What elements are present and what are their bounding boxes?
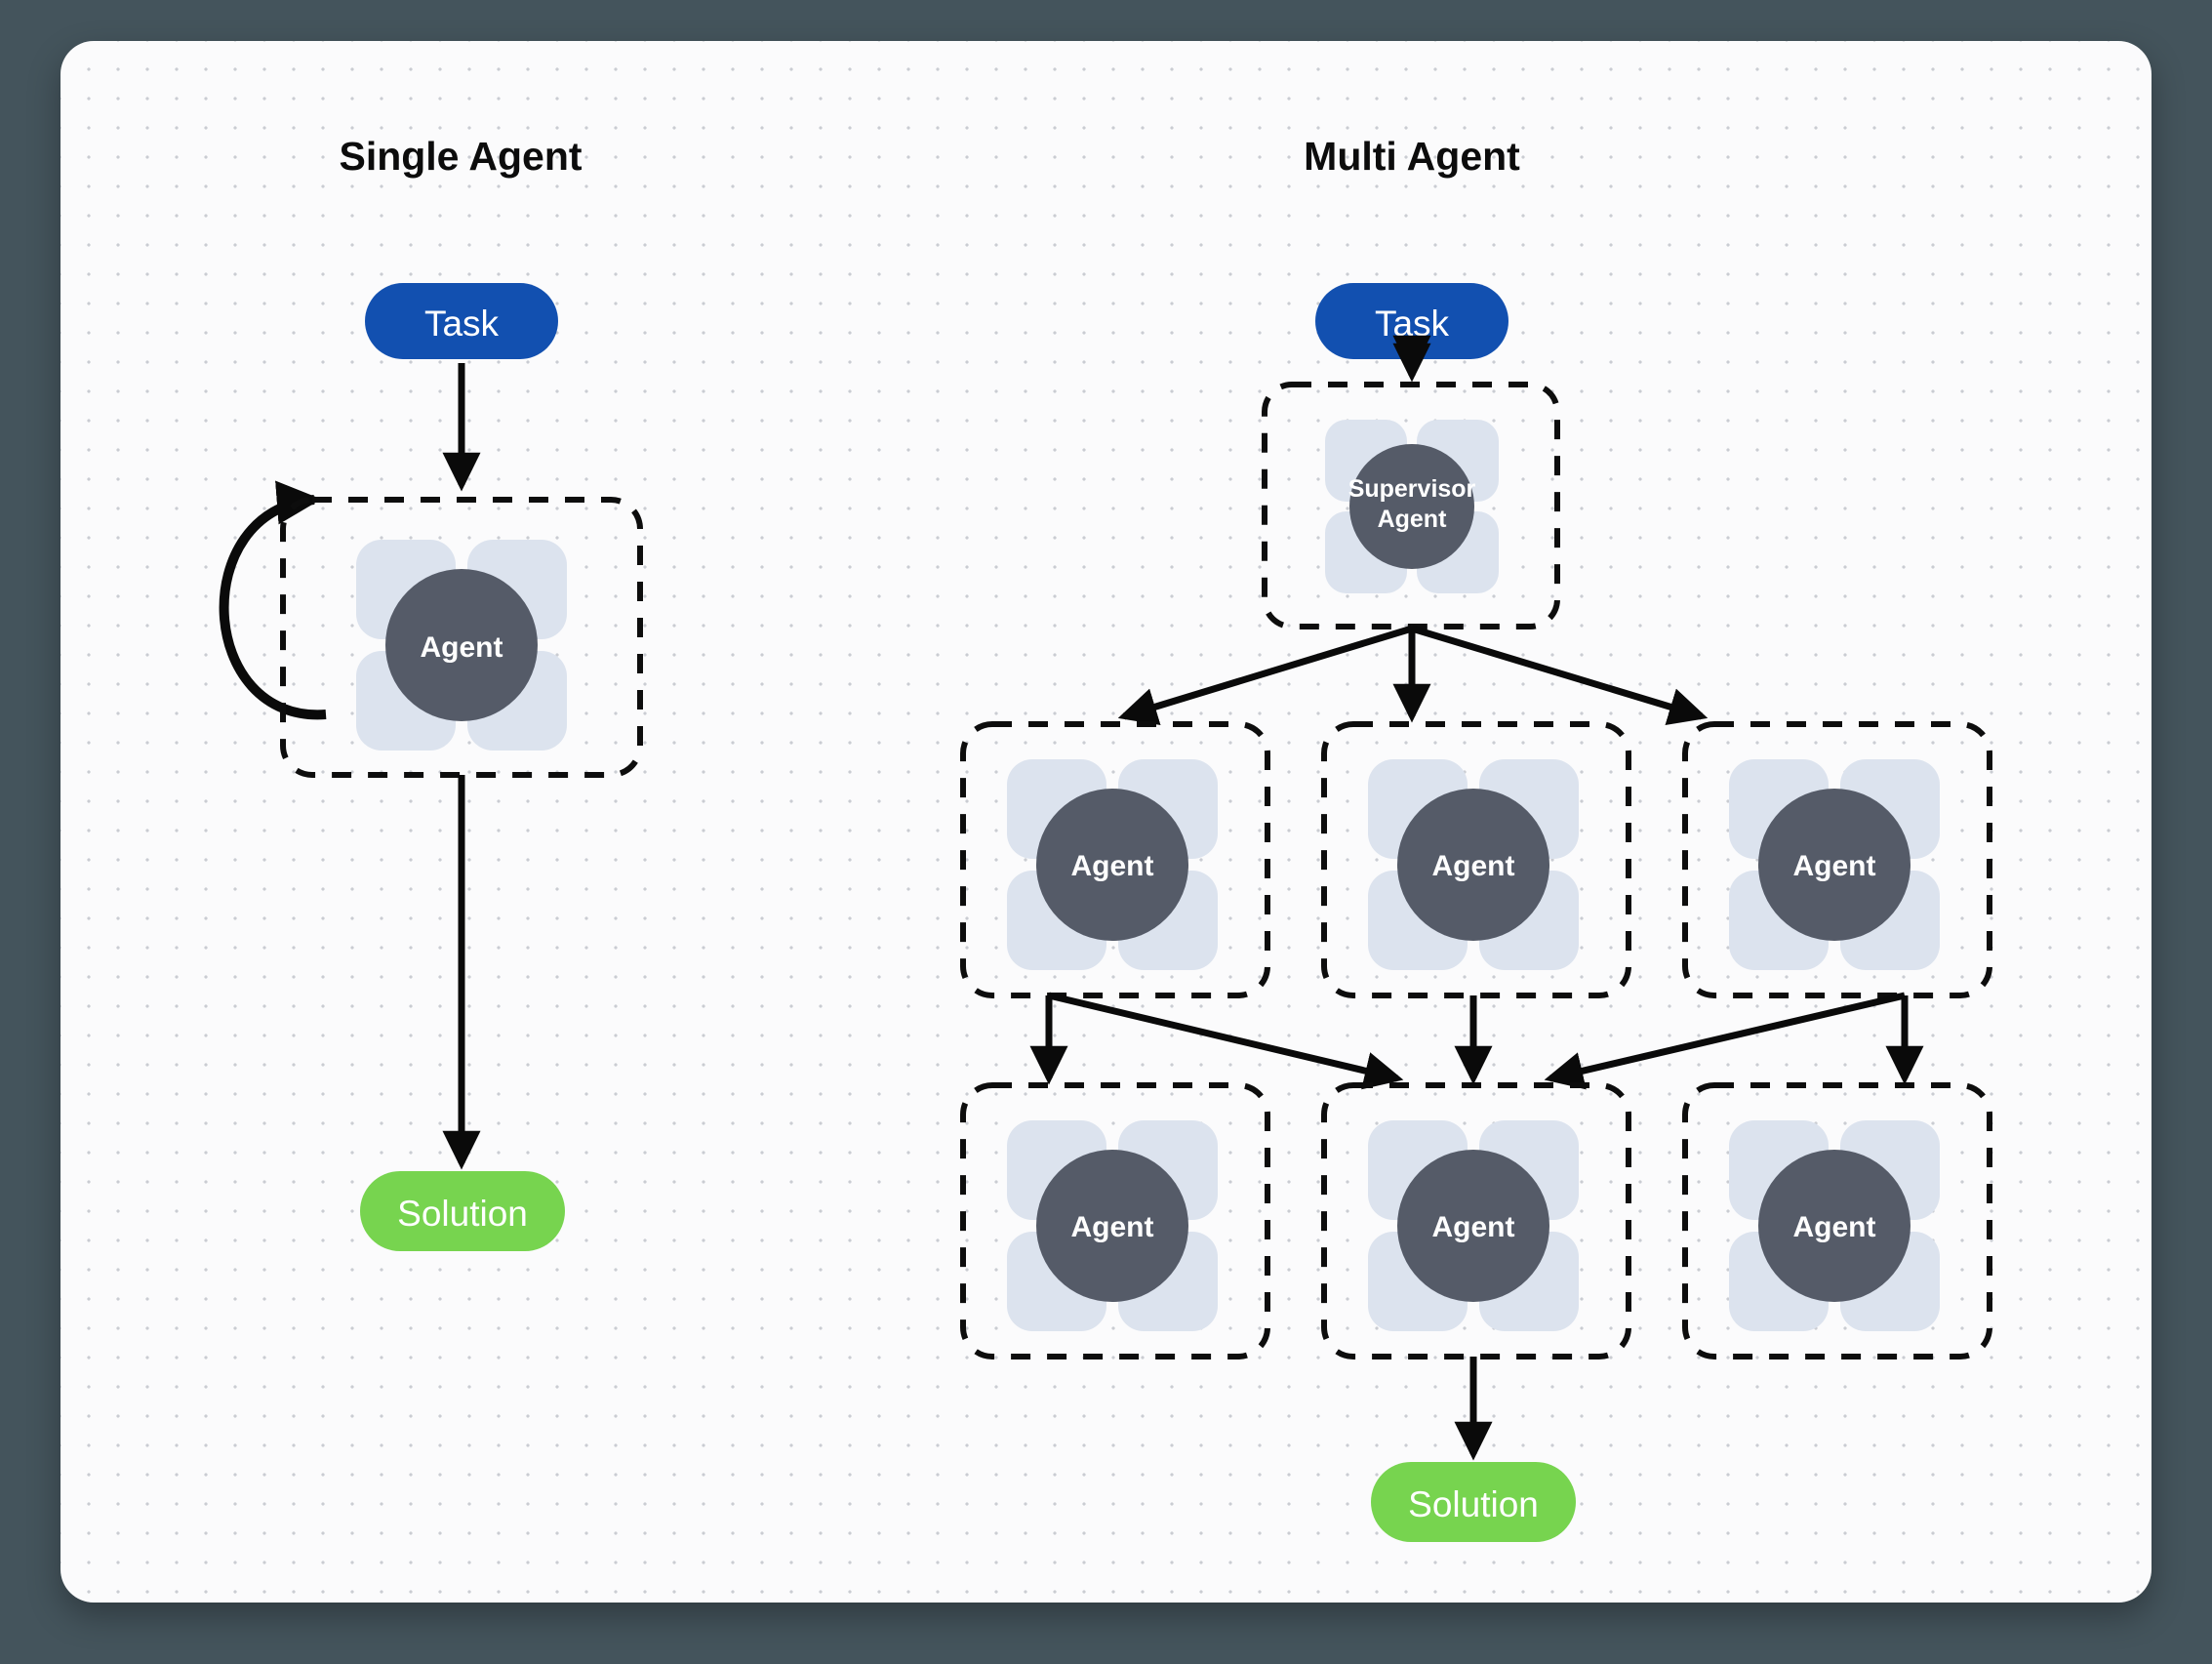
column-title-single-agent: Single Agent <box>339 134 582 179</box>
supervisor-node[interactable]: Supervisor Agent <box>1262 382 1560 629</box>
single-agent-node[interactable]: Agent <box>280 497 643 778</box>
multi-agent-r1c3-label: Agent <box>1793 850 1876 882</box>
edge-r1c3-to-r2c2 <box>1544 992 1906 1090</box>
edge-supervisor-to-agent-r1c1 <box>1117 625 1414 725</box>
single-agent-panel: Task Agent <box>219 283 643 1251</box>
solution-pill-multi[interactable]: Solution <box>1371 1462 1576 1542</box>
single-agent-node-label: Agent <box>421 631 503 664</box>
solution-pill-single-label: Solution <box>397 1194 528 1234</box>
edge-r1c1-to-r2c2 <box>1048 992 1404 1090</box>
diagram-svg: Single Agent Multi Agent Task <box>219 134 1992 1542</box>
solution-pill-multi-label: Solution <box>1408 1484 1539 1524</box>
multi-agent-r1c1-label: Agent <box>1071 850 1154 882</box>
task-pill-single[interactable]: Task <box>365 283 558 359</box>
multi-agent-r2c3-label: Agent <box>1793 1211 1876 1243</box>
edge-supervisor-to-agent-r1c3 <box>1410 625 1709 726</box>
multi-agent-r1c3[interactable]: Agent <box>1682 721 1992 998</box>
task-pill-multi[interactable]: Task <box>1315 283 1508 359</box>
edge-agent-self-loop <box>219 480 327 720</box>
column-title-multi-agent: Multi Agent <box>1304 134 1520 179</box>
supervisor-node-label-line2: Agent <box>1378 506 1448 533</box>
multi-agent-r2c1[interactable]: Agent <box>960 1082 1270 1360</box>
multi-agent-r2c3[interactable]: Agent <box>1682 1082 1992 1360</box>
multi-agent-r2c2[interactable]: Agent <box>1321 1082 1631 1360</box>
multi-agent-r1c1[interactable]: Agent <box>960 721 1270 998</box>
multi-agent-panel: Task Supervisor Agent <box>960 283 1992 1542</box>
supervisor-node-label-line1: Supervisor <box>1348 475 1476 503</box>
solution-pill-single[interactable]: Solution <box>360 1171 565 1251</box>
multi-agent-r1c2-label: Agent <box>1432 850 1515 882</box>
multi-agent-r2c2-label: Agent <box>1432 1211 1515 1243</box>
multi-agent-r1c2[interactable]: Agent <box>1321 721 1631 998</box>
task-pill-multi-label: Task <box>1375 304 1450 344</box>
task-pill-single-label: Task <box>424 304 500 344</box>
multi-agent-r2c1-label: Agent <box>1071 1211 1154 1243</box>
diagram-canvas-card: Single Agent Multi Agent Task <box>60 41 2152 1603</box>
